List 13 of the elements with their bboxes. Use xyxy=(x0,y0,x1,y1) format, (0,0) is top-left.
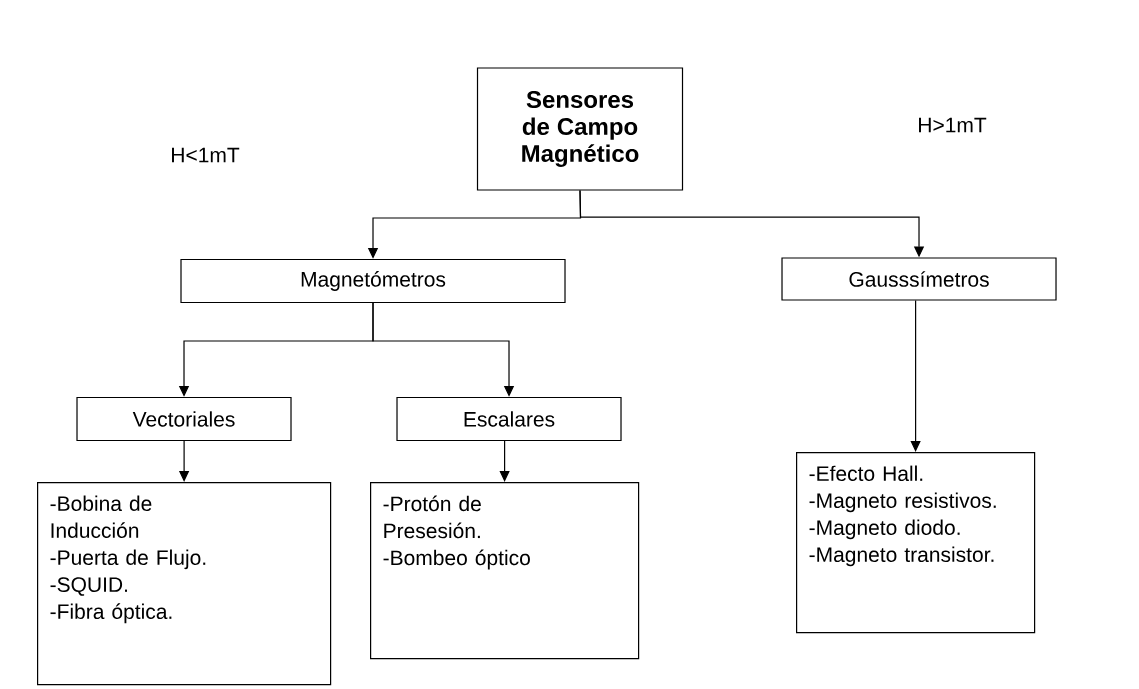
list-box: -Bobina de Inducción -Puerta de Flujo. -SQUID. -Fibra óptica. xyxy=(37,482,332,686)
category-box: Gausssímetros xyxy=(781,257,1057,301)
threshold-label: H<1mT xyxy=(172,147,240,163)
category-box: Escalares xyxy=(396,396,622,442)
list-box: -Efecto Hall. -Magneto resistivos. -Magneto diodo. -Magneto transistor. xyxy=(796,452,1036,634)
threshold-label: H>1mT xyxy=(919,117,987,133)
arrow xyxy=(499,440,510,482)
title-box: Sensores de Campo Magnético xyxy=(476,67,684,191)
category-box: Vectoriales xyxy=(76,396,292,442)
arrow xyxy=(372,302,515,397)
list-box: -Protón de Presesión. -Bombeo óptico xyxy=(370,482,640,660)
category-box: Magnetómetros xyxy=(180,258,566,304)
arrow xyxy=(910,300,921,452)
